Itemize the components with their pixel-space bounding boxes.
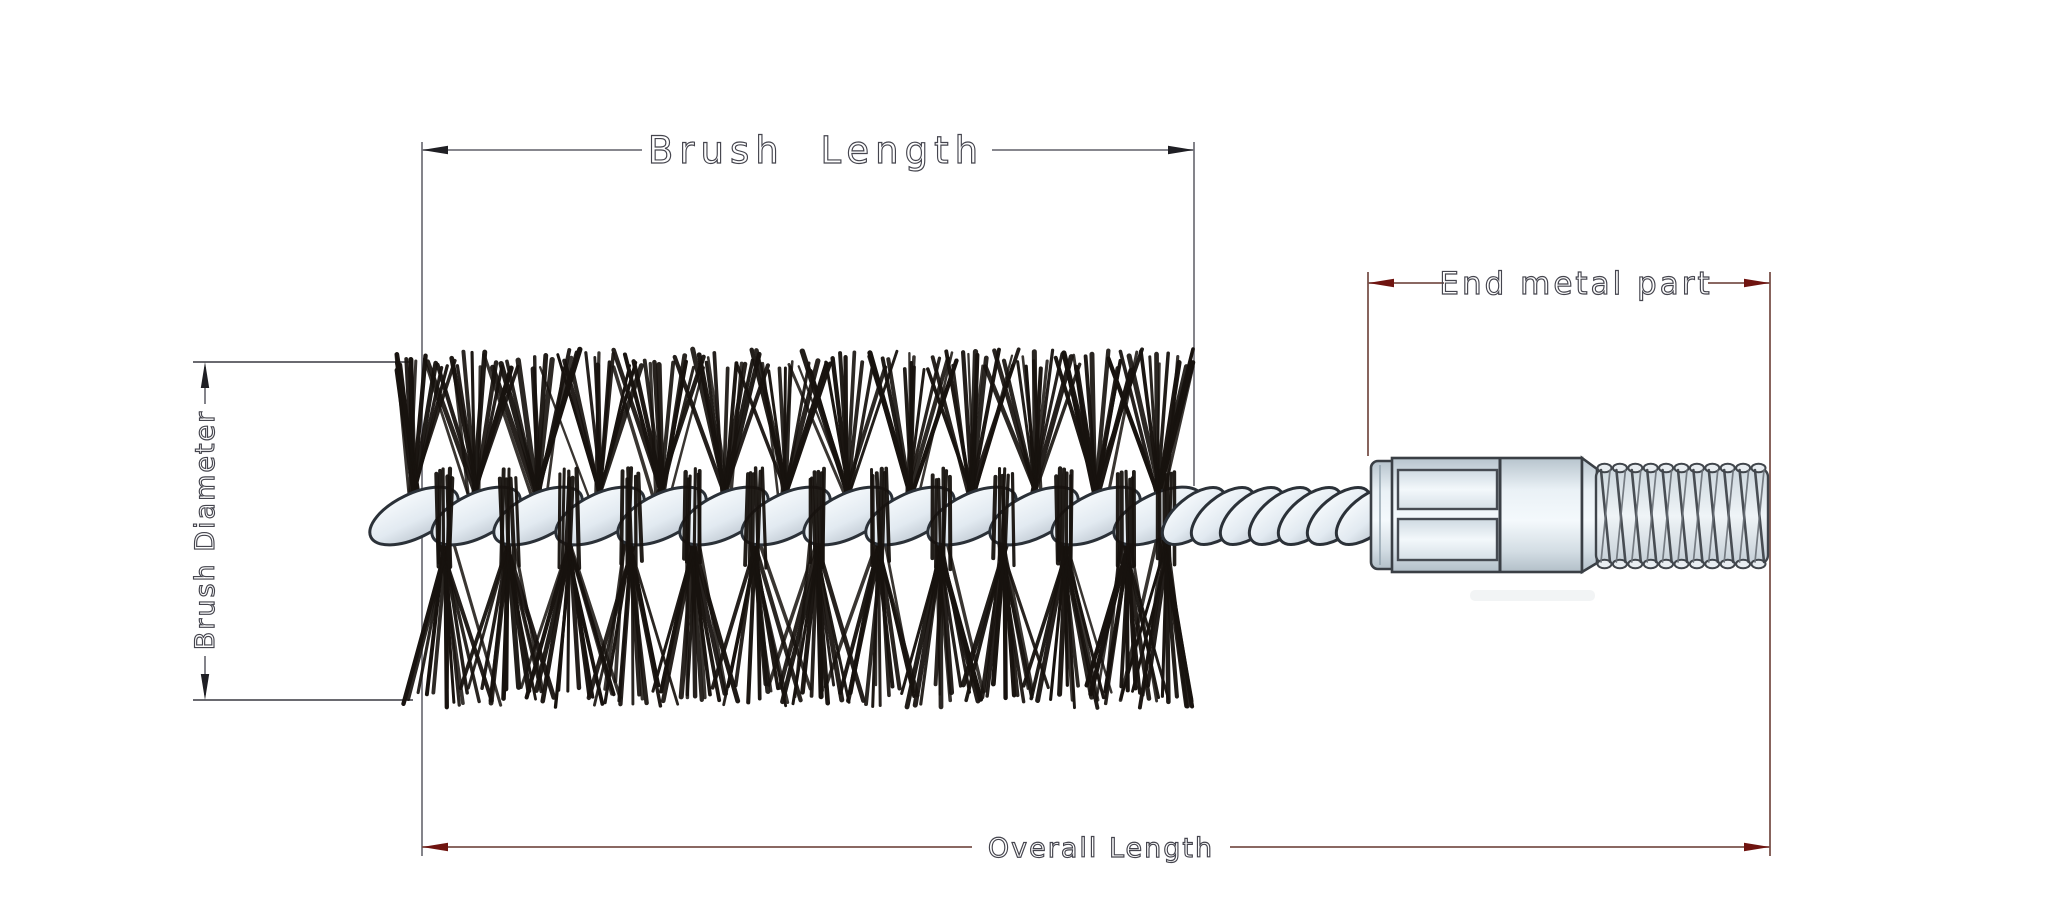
brush-diameter-label: Brush Diameter — [190, 410, 221, 651]
ferrule-taper-collar — [1580, 455, 1599, 575]
ferrule-window-lower — [1396, 517, 1499, 562]
ferrule — [1369, 455, 1599, 601]
arrowhead-up-icon — [200, 362, 210, 388]
ferrule-window-upper — [1396, 468, 1499, 511]
brush-assembly — [368, 346, 1770, 710]
bristle-pinch-bundles — [434, 466, 1177, 572]
overall-length-label: Overall Length — [988, 833, 1214, 864]
dim-end-metal-part: End metal part — [1367, 265, 1771, 856]
arrowhead-right-icon — [1168, 145, 1194, 155]
arrowhead-left-icon — [422, 842, 448, 852]
arrowhead-right-icon — [1744, 278, 1770, 288]
brush-bristles-bottom — [401, 516, 1195, 710]
thread-ridges — [1596, 462, 1767, 570]
arrowhead-right-icon — [1744, 842, 1770, 852]
arrowhead-down-icon — [200, 674, 210, 700]
arrowhead-left-icon — [422, 145, 448, 155]
dim-brush-diameter: Brush Diameter — [189, 361, 413, 701]
dim-overall-length: Overall Length — [422, 832, 1770, 865]
dim-brush-length: Brush Length — [421, 128, 1195, 856]
arrowhead-left-icon — [1368, 278, 1394, 288]
end-metal-part-label: End metal part — [1439, 266, 1712, 302]
ferrule-shadow — [1470, 590, 1595, 601]
brush-length-label: Brush Length — [648, 129, 984, 172]
threaded-stud — [1594, 462, 1770, 570]
